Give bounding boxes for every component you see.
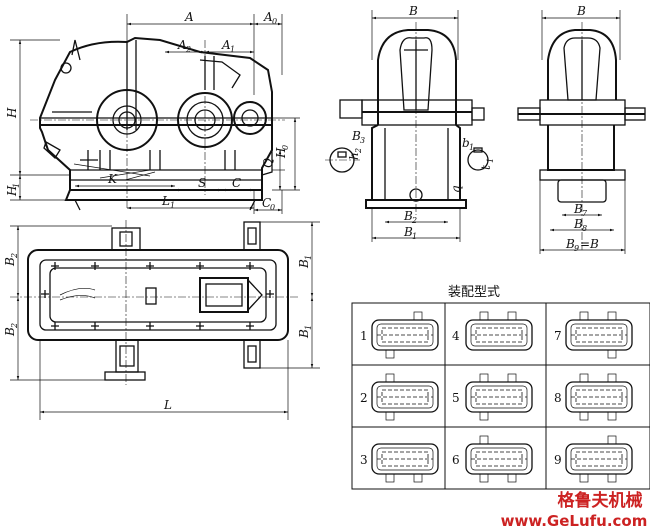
side-dim-B3: B xyxy=(351,129,361,143)
side-dim-q: q xyxy=(449,185,463,193)
table-title: 装配型式 xyxy=(448,285,500,300)
assembly-mini-8 xyxy=(565,381,633,413)
plan-dim-L: L xyxy=(163,398,172,412)
cell-number-4: 4 xyxy=(452,329,460,343)
dim-Q: Q xyxy=(261,158,275,168)
assembly-mini-9 xyxy=(565,443,633,475)
side-dim-h2: h xyxy=(347,152,361,160)
dim-C0: C xyxy=(262,196,271,210)
dim-A: A xyxy=(184,10,194,24)
assembly-mini-7 xyxy=(565,319,633,351)
plus-marks xyxy=(41,262,274,330)
end-dim-B8: B xyxy=(573,217,583,231)
dim-S: S xyxy=(198,176,206,190)
plan-dim-B1-top-sub: 1 xyxy=(304,255,313,260)
plan-dim-B2-bottom: B xyxy=(3,327,17,337)
end-dim-B7: B xyxy=(573,202,583,216)
dim-A1-sub: 1 xyxy=(230,45,235,54)
dim-C: C xyxy=(232,176,241,190)
dim-A0: A xyxy=(263,10,273,24)
assembly-mini-2 xyxy=(371,381,439,413)
side-dim-t1: t xyxy=(479,165,493,170)
end-dim-B9-sub: 9 xyxy=(574,244,579,253)
watermark-url: www.GeLufu.com xyxy=(501,512,648,530)
dim-H0-sub: 0 xyxy=(281,145,290,150)
side-dim-t1-sub: 1 xyxy=(486,158,495,163)
cell-number-7: 7 xyxy=(554,329,562,343)
side-dim-B3-sub: 3 xyxy=(360,136,365,145)
end-dim-B9-eq: =B xyxy=(580,237,599,251)
front-view: A A 0 A 2 A 1 xyxy=(5,10,300,214)
assembly-mini-4 xyxy=(465,319,533,351)
dim-H1: H xyxy=(5,185,19,197)
plan-view: B 2 B 2 B 1 B 1 L xyxy=(3,220,320,420)
side-dim-B1-sub: 1 xyxy=(412,232,417,241)
dim-H1-sub: 1 xyxy=(12,183,21,188)
side-dim-b1-sub: 1 xyxy=(469,143,474,152)
end-view: B B 7 B 8 B 9 =B xyxy=(517,4,646,254)
cell-number-8: 8 xyxy=(554,391,562,405)
dim-H: H xyxy=(5,107,19,119)
side-dim-B2-sub: 2 xyxy=(411,216,417,225)
plan-dim-B1-bottom-sub: 1 xyxy=(304,325,313,330)
end-dim-B7-sub: 7 xyxy=(582,209,588,218)
dim-A1: A xyxy=(221,38,231,52)
dim-A2: A xyxy=(177,38,187,52)
dim-C0-sub: 0 xyxy=(270,203,275,212)
assembly-mini-6 xyxy=(465,443,533,475)
plan-dim-B2-top-sub: 2 xyxy=(10,253,19,259)
dim-L1: L xyxy=(161,194,170,208)
cell-number-2: 2 xyxy=(360,391,368,405)
watermark: 格鲁夫机械 www.GeLufu.com xyxy=(501,490,648,530)
plan-dim-B1-bottom: B xyxy=(297,329,311,339)
side-view: B B 3 h 2 b 1 t 1 q B 2 B 1 xyxy=(325,4,495,242)
cell-number-5: 5 xyxy=(452,391,460,405)
cell-number-1: 1 xyxy=(360,329,368,343)
watermark-cn: 格鲁夫机械 xyxy=(558,490,643,511)
side-dim-B2: B xyxy=(403,209,413,223)
cell-number-3: 3 xyxy=(360,453,368,467)
end-dim-B: B xyxy=(576,4,586,18)
assembly-type-table: 装配型式 1 2 3 4 5 6 7 8 9 xyxy=(351,285,650,490)
assembly-mini-3 xyxy=(371,443,439,475)
dim-A0-sub: 0 xyxy=(272,17,277,26)
side-dim-B1: B xyxy=(403,225,413,239)
side-dim-B: B xyxy=(408,4,418,18)
plan-dim-B2-top: B xyxy=(3,257,17,267)
cell-number-6: 6 xyxy=(452,453,460,467)
dim-A2-sub: 2 xyxy=(185,45,191,54)
end-dim-B9: B xyxy=(565,237,575,251)
assembly-mini-5 xyxy=(465,381,533,413)
plan-dim-B1-top: B xyxy=(297,259,311,269)
assembly-mini-1 xyxy=(371,319,439,351)
side-dim-b1: b xyxy=(462,136,470,150)
cell-number-9: 9 xyxy=(554,453,562,467)
plan-dim-B2-bottom-sub: 2 xyxy=(10,323,19,329)
end-dim-B8-sub: 8 xyxy=(582,224,587,233)
dim-K: K xyxy=(107,172,118,186)
side-dim-h2-sub: 2 xyxy=(354,148,363,154)
dim-L1-sub: 1 xyxy=(170,201,175,210)
